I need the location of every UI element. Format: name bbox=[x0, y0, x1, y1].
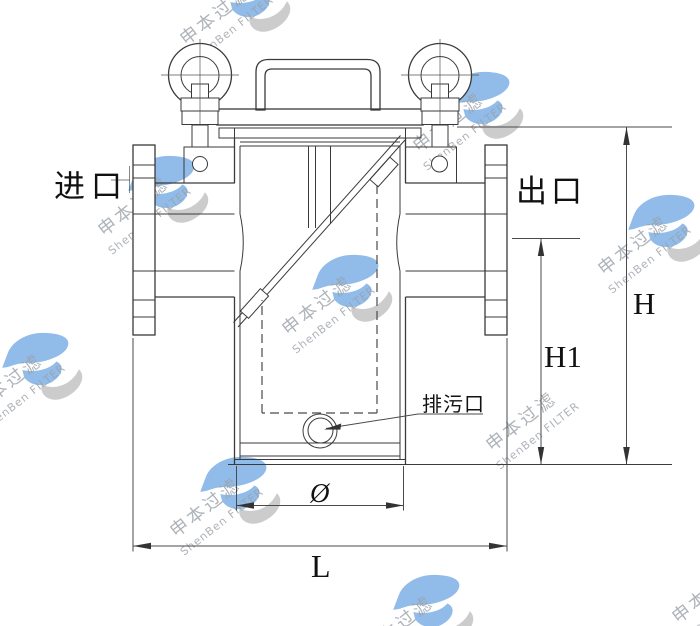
dim-diameter-label: Ø bbox=[309, 478, 331, 508]
strainer-screen bbox=[233, 135, 406, 328]
dimension-L bbox=[132, 338, 508, 552]
basket-outline bbox=[261, 185, 378, 414]
drain-label: 排污口 bbox=[422, 393, 485, 416]
watermark-cjk-text: 申本过滤 bbox=[668, 560, 700, 626]
inlet-label: 进口 bbox=[54, 169, 128, 204]
drain-leader bbox=[324, 413, 483, 430]
swing-bolt-left bbox=[191, 124, 209, 148]
dimension-H bbox=[457, 126, 672, 465]
swing-bolt-right bbox=[431, 124, 449, 148]
outlet-label: 出口 bbox=[516, 174, 586, 209]
basket-rod bbox=[308, 146, 331, 228]
eyebolt-left bbox=[161, 39, 239, 125]
cover-plate bbox=[216, 108, 424, 126]
inlet-flange bbox=[132, 144, 156, 336]
eyebolt-right bbox=[401, 39, 479, 125]
body-top-rim bbox=[218, 127, 422, 147]
dim-L-label: L bbox=[311, 548, 331, 584]
watermark: 申本过滤 ShenBen FILTER bbox=[166, 448, 285, 558]
dimension-H1 bbox=[512, 238, 580, 465]
watermark: 申本过滤 ShenBen FILTER bbox=[668, 560, 700, 626]
dimension-diameter bbox=[236, 466, 404, 511]
watermark: 申本过滤 ShenBen FILTER bbox=[278, 246, 397, 356]
lifting-handle bbox=[255, 58, 381, 111]
strainer-vessel bbox=[111, 39, 672, 465]
flange-face-mark bbox=[111, 166, 130, 193]
watermark: 申本过滤 ShenBen FILTER bbox=[482, 388, 582, 473]
watermark: 申本过滤 ShenBen FILTER bbox=[0, 324, 87, 434]
watermark: 申本过滤 bbox=[359, 566, 478, 626]
vessel-body bbox=[233, 138, 407, 465]
inlet-pipe bbox=[155, 182, 235, 298]
outlet-flange bbox=[484, 144, 508, 336]
bottom-plate bbox=[234, 442, 406, 460]
dim-H-label: H bbox=[633, 286, 655, 321]
dim-H1-label: H1 bbox=[544, 339, 582, 374]
outlet-pipe bbox=[405, 182, 485, 298]
watermark: 申本过滤 ShenBen FILTER bbox=[594, 186, 700, 296]
